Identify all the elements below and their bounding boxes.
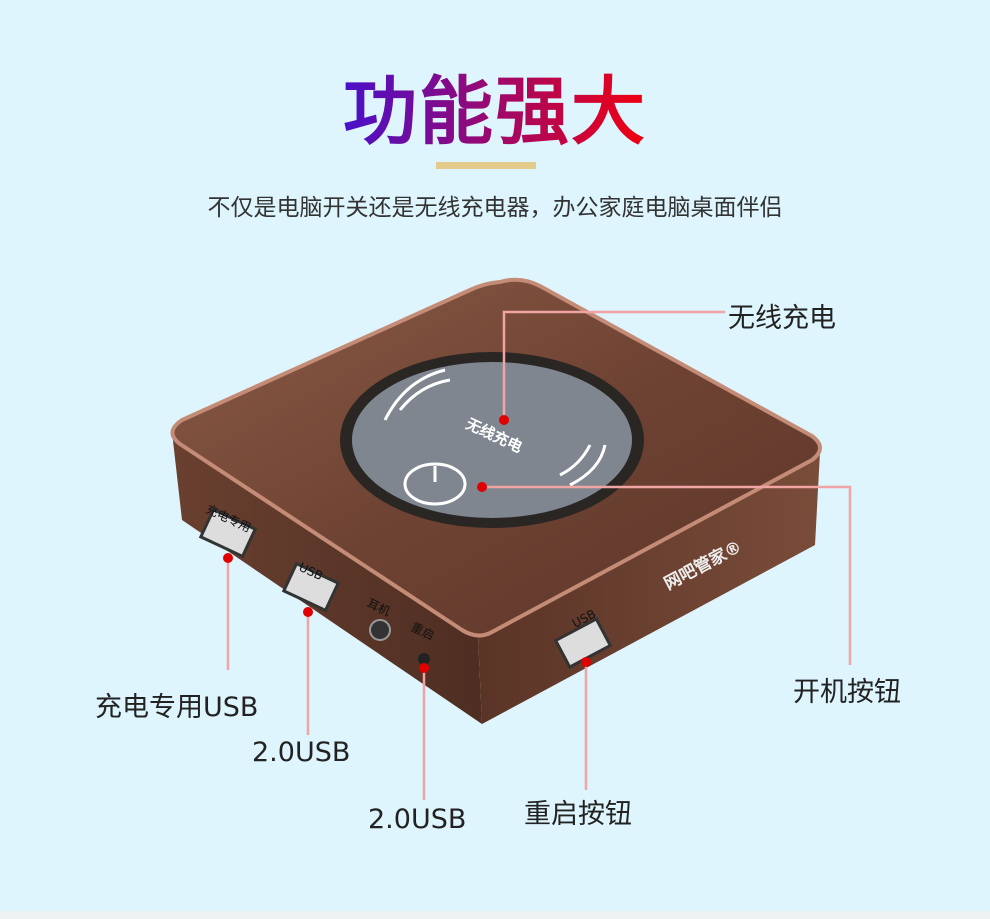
restart-button[interactable] [418,653,430,665]
callout-usb-1: 2.0USB [252,737,351,768]
callout-usb-2: 2.0USB [368,804,467,835]
wireless-waves-icon [383,368,607,487]
earphone-jack [369,619,391,641]
callout-wireless-charging: 无线充电 [728,303,836,334]
page-subtitle: 不仅是电脑开关还是无线充电器，办公家庭电脑桌面伴侣 [207,195,783,221]
power-button-icon[interactable] [403,462,467,506]
callout-lines [226,310,852,800]
usb-port-1 [281,561,341,613]
page-title: 功能强大 [0,52,990,159]
callout-power-button: 开机按钮 [793,677,901,708]
title-underline [436,162,536,169]
callout-charge-usb: 充电专用USB [95,692,259,723]
wireless-pad [352,362,632,518]
callout-restart-button: 重启按钮 [524,799,632,830]
usb-port-2 [553,616,613,670]
bottom-strip [0,911,990,919]
usb-port-charge [198,507,258,559]
callout-dots [223,415,591,673]
